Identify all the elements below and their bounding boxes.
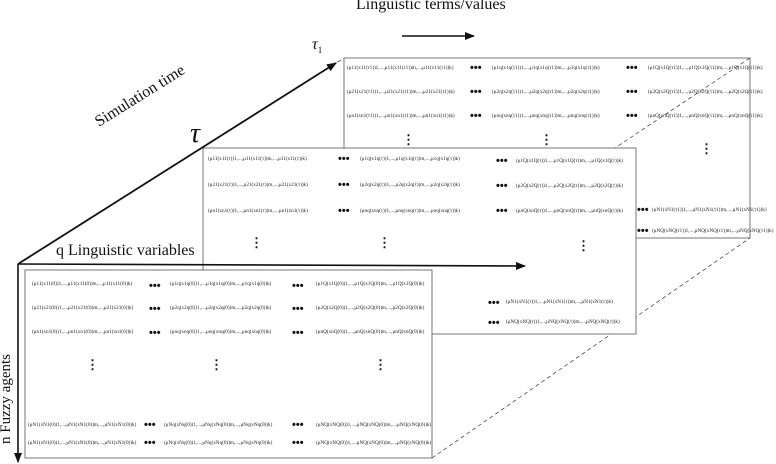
mid-vdots-2: ⋮ [378, 236, 391, 249]
front-cell-2-3: (μ2Q(x2Q(0))1,...,μ2Q(x2Q(0))m,...,μ2Q(x… [316, 305, 425, 311]
front-cell-1-2: (μ1q(x1q(0))1,...,μ1q(x1q(0))m,...,μ1q(x… [170, 281, 272, 287]
front-hdots-1a: ••• [149, 280, 161, 292]
mid-hdots-3b: ••• [496, 205, 508, 217]
mid-cell-3-1: (μn1(xn1(τ))1,...,μn1(xn1(τ))m,...,μn1(x… [208, 208, 308, 214]
tau1-subscript: 1 [317, 45, 323, 56]
back-hdots-1b: ••• [626, 62, 638, 74]
front-hdots-2b: ••• [292, 303, 304, 315]
mid-cell-2-3: (μ2Q(x2Q(τ))1,...,μ2Q(x2Q(τ))m,...,μ2Q(x… [516, 183, 623, 189]
back-side-cell-1: (μN1(xN1(τ1))1,...,μN1(xN1(τ1))m,...,μN1… [652, 207, 767, 213]
mid-cell-1-3: (μ1Q(x1Q(τ))1,...,μ1Q(x1Q(τ))m,...,μ1Q(x… [516, 158, 623, 164]
front-hdots-1b: ••• [292, 280, 304, 292]
tau1-symbol: τ [312, 36, 318, 53]
front-cell-4-3: (μNQ(xNQ(0))1,...,μNQ(xNQ(0))m,...,μNQ(x… [316, 422, 432, 428]
front-panel-box [24, 269, 433, 459]
back-cell-3-1: (μn1(xn1(τ1))1,...,μn1(xn1(τ1))m,...,μn1… [347, 113, 455, 119]
mid-cell-1-2: (μ1q(x1q(τ))1,...,μ1q(x1q(τ))m,...,μ1q(x… [360, 156, 460, 162]
back-cell-1-3: (μ1Q(x1Q(τ1))1,...,μ1Q(x1Q(τ1))m,...,μ1Q… [648, 65, 763, 71]
back-side-hdots-1: ••• [637, 204, 649, 216]
front-hdots-5b: ••• [292, 437, 304, 449]
front-vdots-3: ⋮ [374, 358, 387, 371]
n-fuzzy-agents-label: n Fuzzy agents [0, 354, 14, 444]
front-vdots-2: ⋮ [210, 358, 223, 371]
front-hdots-4b: ••• [292, 419, 304, 431]
linguistic-terms-label: Linguistic terms/values [356, 0, 506, 13]
back-cell-1-1: (μ11(x11(τ1))1,...,μ11(x11(τ1))m,...,μ11… [347, 65, 454, 71]
tau1-label: τ1 [312, 36, 322, 55]
cube-edge-bottom-right [431, 237, 751, 459]
back-vdots-1: ⋮ [402, 133, 415, 146]
back-cell-2-1: (μ21(x21(τ1))1,...,μ21(x21(τ1))m,...,μ21… [347, 89, 455, 95]
front-hdots-2a: ••• [149, 303, 161, 315]
front-cell-5-2: (μNq(xNq(0))1,...,μNq(xNq(0))m,...,μNq(x… [164, 440, 273, 446]
mid-hdots-1a: ••• [338, 153, 350, 165]
front-hdots-4a: ••• [144, 419, 156, 431]
front-cell-1-1: (μ11(x11(0))1,...,μ11(x11(0))m,...,μ11(x… [32, 281, 133, 287]
front-cell-3-1: (μn1(xn1(0))1,...,μn1(xn1(0))m,...,μn1(x… [32, 329, 134, 335]
front-cell-4-2: (μNq(xNq(0))1,...,μNq(xNq(0))m,...,μNq(x… [164, 422, 273, 428]
mid-hdots-1b: ••• [496, 155, 508, 167]
back-cell-1-2: (μ1q(x1q(τ1))1,...,μ1q(x1q(τ1))m,...,μ1q… [492, 65, 600, 71]
mid-cell-3-2: (μnq(xnq(τ))1,...,μnq(xnq(τ))m,...,μnq(x… [360, 208, 460, 214]
front-cell-3-2: (μnq(xnq(0))1,...,μnq(xnq(0))m,...,μnq(x… [170, 329, 272, 335]
front-hdots-3a: ••• [149, 327, 161, 339]
back-hdots-1a: ••• [470, 62, 482, 74]
mid-side-hdots-2: ••• [488, 317, 500, 329]
tau-label: τ [190, 118, 201, 149]
front-hdots-5a: ••• [144, 437, 156, 449]
back-hdots-2a: ••• [470, 86, 482, 98]
mid-hdots-2b: ••• [496, 180, 508, 192]
back-hdots-3b: ••• [626, 110, 638, 122]
simulation-time-axis [17, 62, 337, 265]
mid-vdots-1: ⋮ [250, 236, 263, 249]
back-cell-2-2: (μ2q(x2q(τ1))1,...,μ2q(x2q(τ1))m,...,μ2q… [492, 89, 600, 95]
back-vdots-3: ⋮ [700, 142, 713, 155]
mid-cell-3-3: (μnQ(xnQ(τ))1,...,μnQ(xnQ(τ))m,...,μnQ(x… [516, 208, 623, 214]
front-cell-1-3: (μ1Q(x1Q(0))1,...,μ1Q(x1Q(0))m,...,μ1Q(x… [316, 281, 425, 287]
mid-cell-2-2: (μ2q(x2q(τ))1,...,μ2q(x2q(τ))m,...,μ2q(x… [360, 182, 460, 188]
back-hdots-3a: ••• [470, 110, 482, 122]
q-linguistic-variables-label: q Linguistic variables [56, 242, 195, 259]
linguistic-variables-axis [17, 261, 526, 270]
back-cell-3-2: (μnq(xnq(τ1))1,...,μnq(xnq(τ1))m,...,μnq… [492, 113, 600, 119]
back-cell-3-3: (μnQ(xnQ(τ1))1,...,μnQ(xnQ(τ1))m,...,μnQ… [648, 113, 763, 119]
mid-side-cell-1: (μN1(xN1(τ))1,...,μN1(xN1(τ))m,...,μN1(x… [506, 299, 613, 305]
front-cell-3-3: (μnQ(xnQ(0))1,...,μnQ(xnQ(0))m,...,μnQ(x… [316, 329, 425, 335]
back-cell-2-3: (μ2Q(x2Q(τ1))1,...,μ2Q(x2Q(τ1))m,...,μ2Q… [648, 89, 763, 95]
front-vdots-1: ⋮ [86, 358, 99, 371]
mid-cell-1-1: (μ11(x11(τ))1,...,μ11(x11(τ))m,...,μ11(x… [208, 156, 307, 162]
front-hdots-3b: ••• [292, 327, 304, 339]
front-cell-2-1: (μ21(x21(0))1,...,μ21(x21(0))m,...,μ21(x… [32, 305, 134, 311]
mid-hdots-3a: ••• [338, 205, 350, 217]
front-cell-4-1: (μN1(xN1(0))1,...,μN1(xN1(0))m,...,μN1(x… [28, 422, 137, 428]
front-cell-2-2: (μ2q(x2q(0))1,...,μ2q(x2q(0))m,...,μ2q(x… [170, 305, 272, 311]
front-cell-5-1: (μN1(xN1(0))1,...,μN1(xN1(0))m,...,μN1(x… [28, 440, 137, 446]
back-hdots-2b: ••• [626, 86, 638, 98]
mid-cell-2-1: (μ21(x21(τ))1,...,μ21(x21(τ))m,...,μ21(x… [208, 182, 308, 188]
front-cell-5-3: (μNQ(xNQ(0))1,...,μNQ(xNQ(0))m,...,μNQ(x… [316, 440, 432, 446]
back-side-hdots-2: ••• [637, 225, 649, 237]
mid-vdots-3: ⋮ [577, 239, 590, 252]
mid-side-hdots-1: ••• [488, 297, 500, 309]
mid-hdots-2a: ••• [338, 179, 350, 191]
back-vdots-2: ⋮ [540, 133, 553, 146]
mid-side-cell-2: (μNQ(xNQ(τ))1,...,μNQ(xNQ(τ))m,...,μNQ(x… [506, 319, 620, 325]
back-side-cell-2: (μNQ(xNQ(τ1))1,...,μNQ(xNQ(τ1))m,...,μNQ… [652, 228, 774, 234]
